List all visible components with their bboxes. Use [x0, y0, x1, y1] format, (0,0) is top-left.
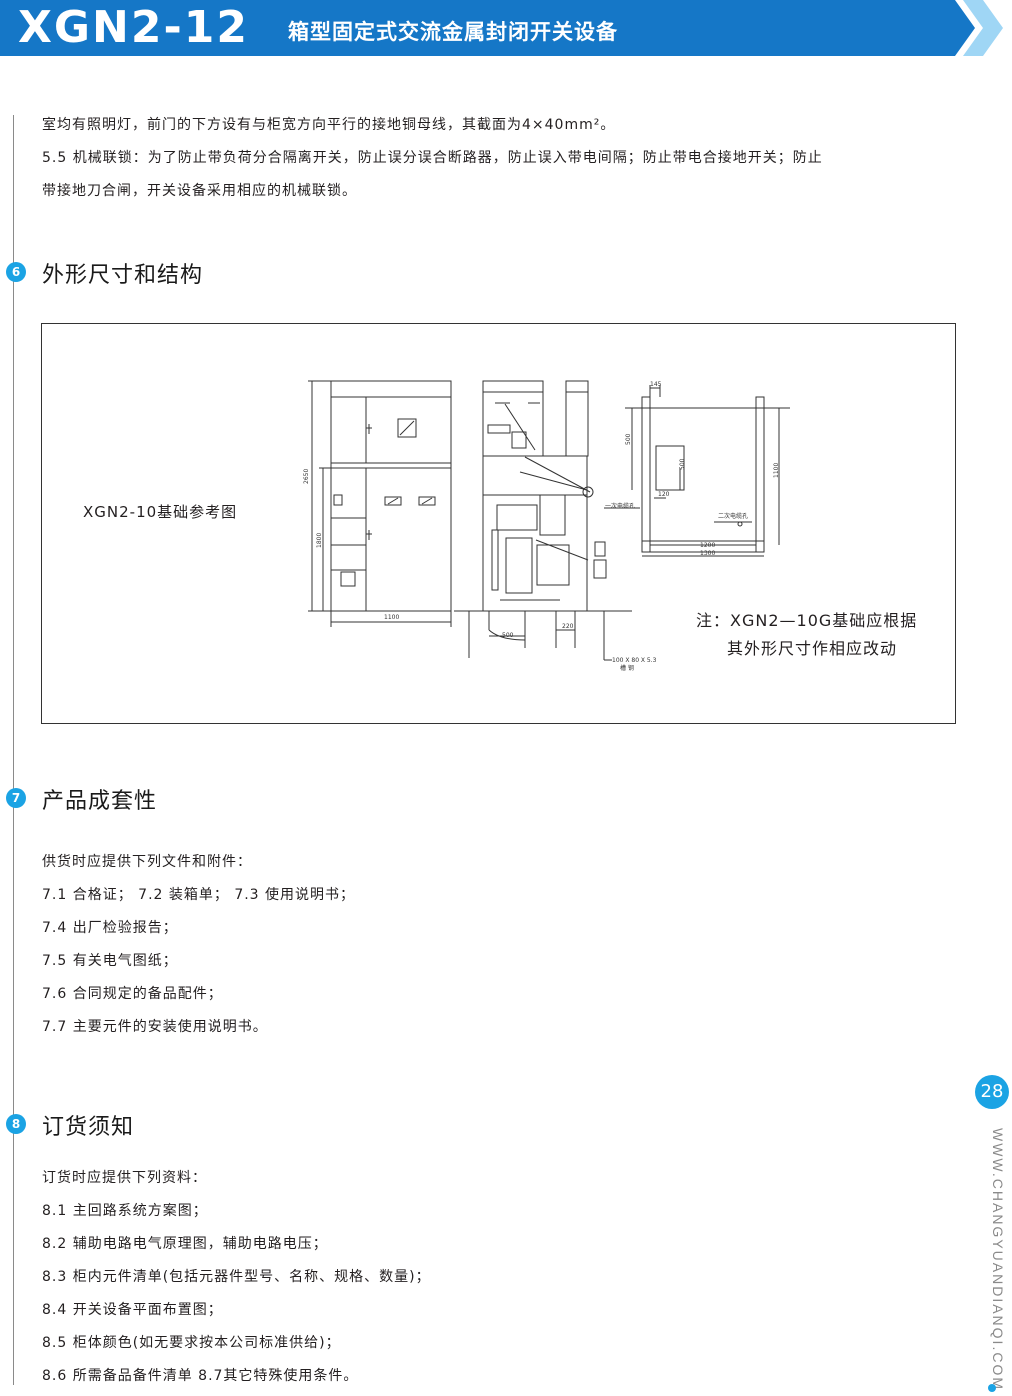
- dim-1800: 1800: [316, 533, 323, 548]
- cable-hole-2-label: 二次电缆孔: [718, 512, 748, 520]
- channel-size-label: 100 X 80 X 5.3: [612, 657, 657, 664]
- figure-note-line-2: 其外形尺寸作相应改动: [727, 639, 898, 658]
- foundation-drawing: 2650 1800 1100 145 500 500 120 1100 1200…: [303, 380, 790, 672]
- cable-hole-1-label: 一次电缆孔: [605, 502, 635, 510]
- page-header: XGN2-12 箱型固定式交流金属封闭开关设备: [0, 0, 1012, 56]
- dim-145: 145: [650, 381, 662, 388]
- figure-label: XGN2-10基础参考图: [83, 503, 238, 521]
- intro-line-3: 带接地刀合闸，开关设备采用相应的机械联锁。: [42, 183, 357, 199]
- section-title: 订货须知: [42, 1115, 135, 1140]
- dim-1100: 1100: [384, 614, 399, 621]
- cabinet-front-outline: [330, 380, 452, 612]
- section-8-line: 订货时应提供下列资料：: [42, 1170, 207, 1186]
- product-model: XGN2-12: [18, 2, 249, 53]
- foundation-drawing-frame: [41, 323, 956, 724]
- header-bar-graphic: [0, 0, 1003, 56]
- section-7-line: 7.6 合同规定的备品配件；: [42, 986, 223, 1002]
- dim-120: 120: [658, 491, 670, 498]
- page-number-badge: 28: [975, 1075, 1009, 1109]
- accent-dot: [988, 1384, 996, 1392]
- section-7-line: 7.5 有关电气图纸；: [42, 953, 178, 969]
- dim-2650: 2650: [303, 469, 310, 484]
- section-7-line: 供货时应提供下列文件和附件：: [42, 854, 252, 870]
- intro-line-1: 室均有照明灯，前门的下方设有与柜宽方向平行的接地铜母线，其截面为4×40mm²。: [42, 117, 616, 133]
- section-7-line: 7.7 主要元件的安装使用说明书。: [42, 1019, 268, 1035]
- cabinet-side-lower: [482, 455, 588, 612]
- website-url: WWW.CHANGYUANDIANQI.COM: [990, 1128, 1006, 1391]
- section-8-line: 8.5 柜体颜色(如无要求按本公司标准供给)；: [42, 1335, 341, 1351]
- plan-left-channel: [641, 396, 651, 553]
- dim-1100-v: 1100: [773, 463, 780, 478]
- section-8-line: 8.4 开关设备平面布置图；: [42, 1302, 223, 1318]
- section-title: 外形尺寸和结构: [42, 263, 204, 288]
- dim-500-b: 500: [679, 458, 686, 470]
- section-8-line: 8.3 柜内元件清单(包括元器件型号、名称、规格、数量)；: [42, 1269, 431, 1285]
- plan-right-channel: [755, 396, 765, 553]
- section-7-line: 7.1 合格证； 7.2 装箱单； 7.3 使用说明书；: [42, 887, 356, 903]
- section-number-badge: 6: [6, 262, 26, 282]
- section-title: 产品成套性: [42, 789, 158, 814]
- dim-500-c: 500: [502, 632, 514, 639]
- section-number-badge: 7: [6, 788, 26, 808]
- section-8-line: 8.2 辅助电路电气原理图，辅助电路电压；: [42, 1236, 328, 1252]
- section-number-badge: 8: [6, 1114, 26, 1134]
- section-7-line: 7.4 出厂检验报告；: [42, 920, 178, 936]
- dim-1300: 1300: [700, 550, 715, 557]
- margin-rule: [13, 115, 14, 1385]
- intro-line-2: 5.5 机械联锁：为了防止带负荷分合隔离开关，防止误分误合断路器，防止误入带电间…: [42, 150, 823, 166]
- section-8-line: 8.1 主回路系统方案图；: [42, 1203, 208, 1219]
- section-8-line: 8.6 所需备品备件清单 8.7其它特殊使用条件。: [42, 1368, 359, 1384]
- channel-name-label: 槽 钢: [620, 664, 634, 672]
- product-title: 箱型固定式交流金属封闭开关设备: [288, 20, 618, 44]
- dim-1200: 1200: [700, 542, 715, 549]
- dim-500-a: 500: [625, 433, 632, 445]
- dim-220: 220: [562, 623, 574, 630]
- figure-note-line-1: 注：XGN2—10G基础应根据: [696, 611, 918, 630]
